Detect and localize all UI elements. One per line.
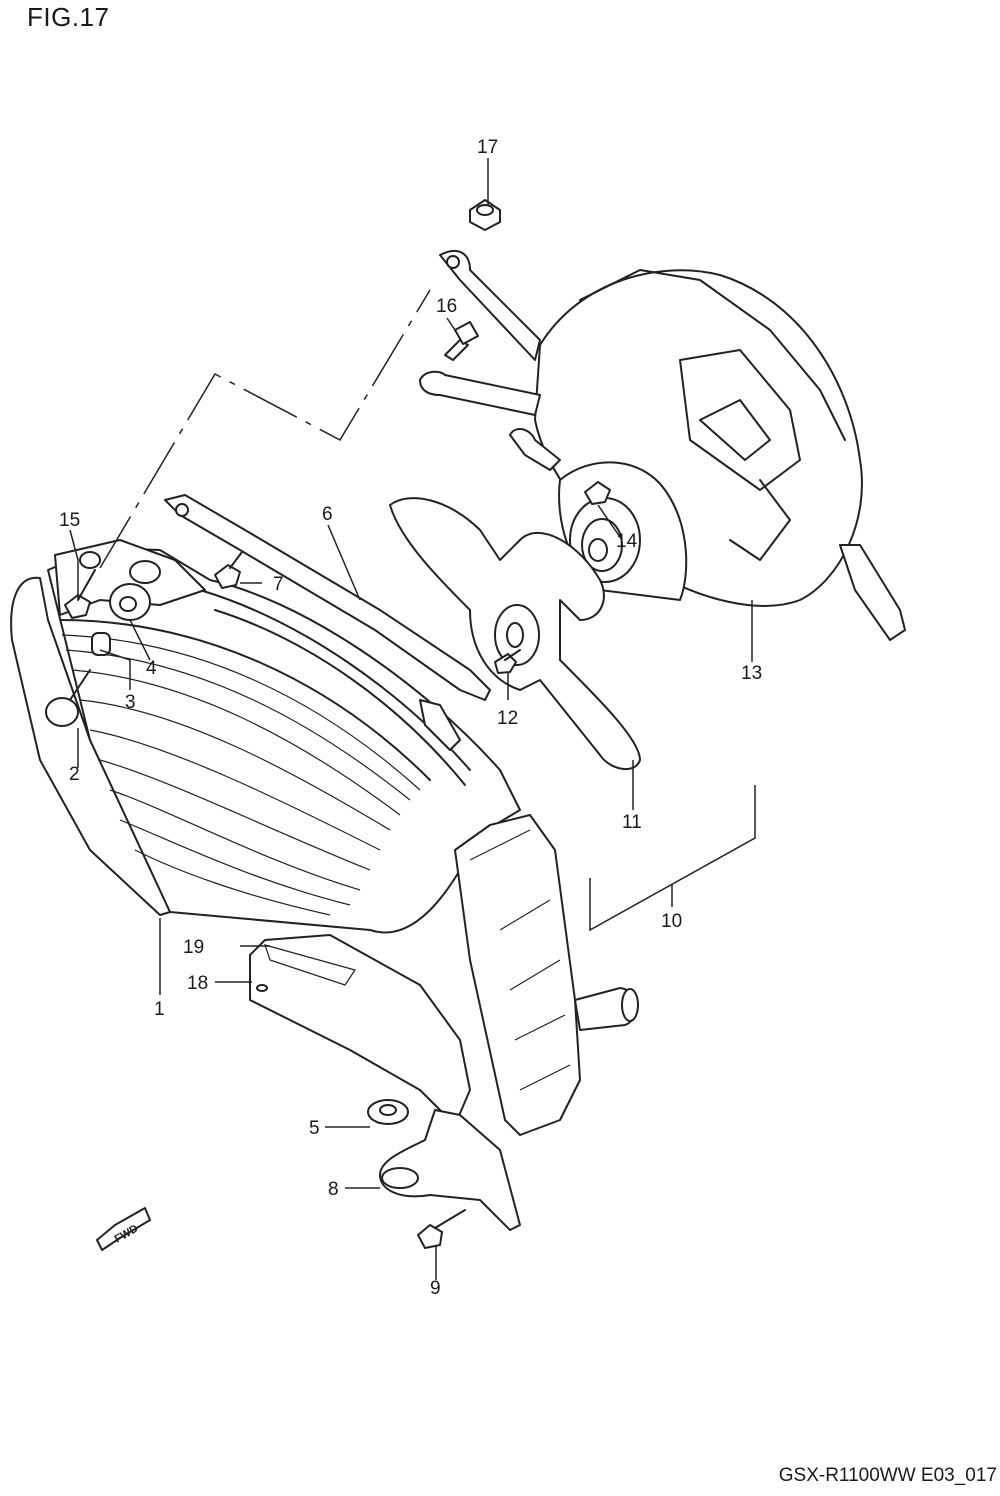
callout-9: 9 (430, 1278, 441, 1299)
grommet-4 (109, 583, 151, 621)
callout-3: 3 (125, 692, 136, 713)
figure-code: GSX-R1100WW E03_017 (778, 1465, 997, 1486)
bolt-7 (214, 551, 243, 589)
callout-10: 10 (661, 911, 682, 932)
callout-8: 8 (328, 1179, 339, 1200)
callout-2: 2 (69, 764, 80, 785)
callout-16: 16 (436, 296, 457, 317)
grommet-5 (367, 1099, 409, 1125)
bolt-16 (444, 321, 479, 361)
bolt-9 (417, 1209, 466, 1249)
fwd-arrow-icon: FWD (96, 1207, 151, 1251)
callout-1: 1 (154, 999, 165, 1020)
callout-12: 12 (497, 708, 518, 729)
callout-15: 15 (59, 510, 80, 531)
callout-17: 17 (477, 137, 498, 158)
leader-lines (69, 158, 756, 1280)
callout-14: 14 (616, 531, 638, 552)
top-mounting-plate (54, 539, 206, 616)
fan-blade (389, 497, 641, 770)
callout-7: 7 (273, 574, 284, 595)
bolt-2 (45, 669, 91, 727)
bolt-12 (494, 649, 521, 674)
cross-stay (164, 494, 491, 751)
side-tank (454, 814, 639, 1136)
bracket-8 (379, 1109, 521, 1231)
callout-labels: 1 2 3 4 5 6 7 8 9 10 11 12 13 14 15 16 1… (59, 137, 762, 1299)
callout-11: 11 (622, 812, 642, 833)
nut-17 (469, 199, 501, 231)
callout-5: 5 (309, 1118, 320, 1139)
callout-18: 18 (187, 973, 208, 994)
lower-shroud (249, 934, 471, 1126)
collar-3 (91, 632, 111, 656)
callout-6: 6 (322, 504, 333, 525)
callout-19: 19 (183, 937, 204, 958)
bolt-15 (64, 569, 96, 619)
figure-title: FIG.17 (27, 2, 110, 32)
callout-13: 13 (741, 663, 762, 684)
bolt-14 (584, 481, 611, 505)
callout-4: 4 (146, 658, 157, 679)
radiator-core (10, 547, 521, 934)
